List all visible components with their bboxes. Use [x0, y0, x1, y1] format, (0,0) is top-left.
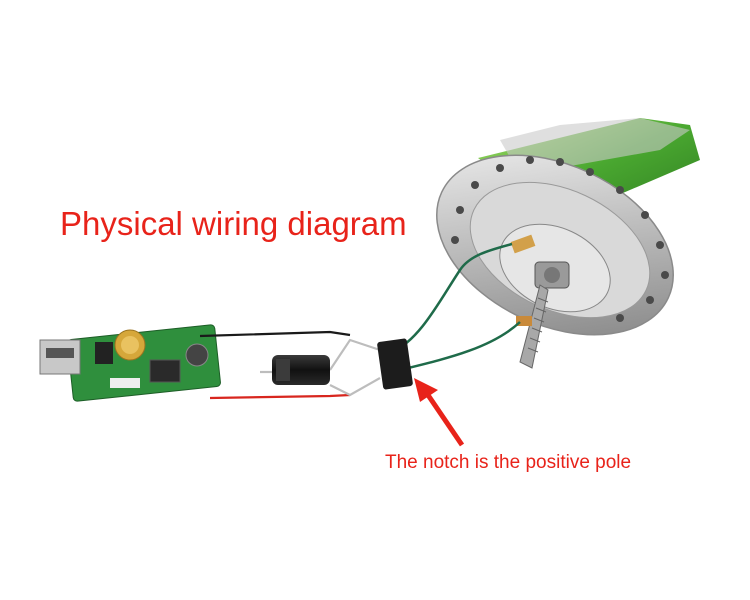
bridge-rectifier [377, 338, 413, 390]
usb-step-down-board [39, 324, 221, 402]
hub-dynamo [436, 118, 700, 369]
polarity-annotation: The notch is the positive pole [385, 452, 632, 473]
green-wire-1 [391, 242, 513, 354]
electrolytic-capacitor [272, 355, 330, 385]
black-wire [199, 330, 351, 338]
pointer-arrow [414, 378, 465, 447]
red-wire [209, 393, 351, 400]
spoke-holes [451, 156, 669, 322]
diagram-title: Physical wiring diagram [60, 205, 407, 242]
green-wire-2 [391, 321, 521, 374]
